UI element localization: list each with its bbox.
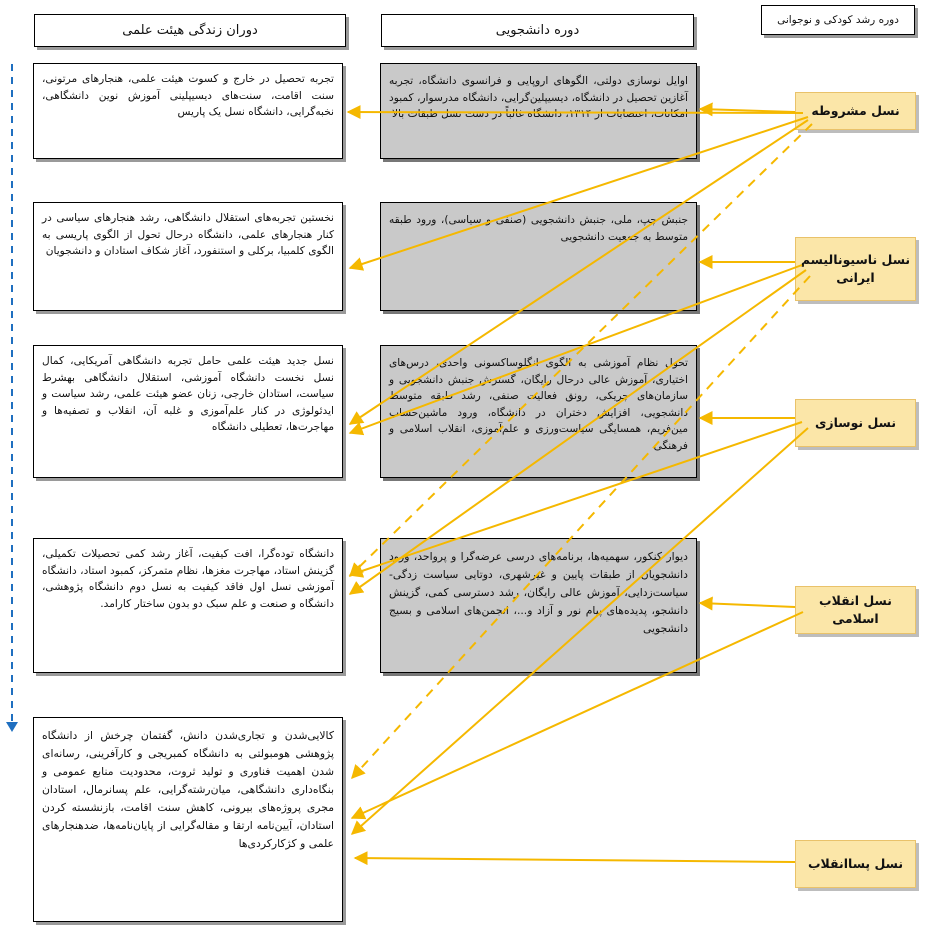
student-box-1: اوایل نوسازی دولتی، الگوهای اروپایی و فر…: [380, 63, 697, 159]
faculty-box-2: نخستین تجربه‌های استقلال دانشگاهی، رشد ه…: [33, 202, 343, 311]
arrow-nationalism-faculty3: [348, 264, 803, 436]
timeline-arrowhead-icon: [6, 722, 18, 732]
faculty-box-3: نسل جدید هیئت علمی حامل تجربه دانشگاهی آ…: [33, 345, 343, 478]
arrow-mashruteh-faculty2: [348, 116, 809, 271]
arrow-mashruteh-faculty3: [348, 119, 809, 425]
arrow-postrevolution-faculty5: [353, 851, 796, 866]
arrow-revolution-student: [698, 596, 796, 611]
student-box-2: جنبش چپ، ملی، جنبش دانشجویی (صنفی و سیاس…: [380, 202, 697, 311]
arrow-mashruteh-faculty4: [348, 123, 813, 577]
arrow-mashruteh-faculty1: [346, 105, 804, 120]
arrow-nationalism-faculty4: [348, 269, 807, 595]
generation-box-nationalism: نسل ناسیونالیسم ایرانی: [795, 237, 916, 301]
faculty-box-4: دانشگاه توده‌گرا، افت کیفیت، آغاز رشد کم…: [33, 538, 343, 673]
faculty-header: دوران زندگی هیئت علمی: [34, 14, 346, 47]
arrow-modernization-faculty5: [350, 427, 809, 835]
arrow-revolution-faculty5: [350, 611, 804, 820]
arrow-modernization-faculty4: [348, 421, 803, 578]
student-box-3: تحول نظام آموزشی به الگوی انگلوساکسونی و…: [380, 345, 697, 478]
arrow-mashruteh-student: [698, 102, 796, 117]
student-header: دوره دانشجویی: [381, 14, 694, 47]
childhood-header: دوره رشد کودکی و نوجوانی: [761, 5, 915, 35]
arrow-nationalism-faculty5: [351, 275, 811, 780]
student-box-4: دیوار کنکور، سهمیه‌ها، برنامه‌های درسی ع…: [380, 538, 697, 673]
generation-box-post-revolution: نسل پساانقلاب: [795, 840, 916, 888]
faculty-box-1: تجربه تحصیل در خارج و کسوت هیئت علمی، هن…: [33, 63, 343, 159]
generation-box-islamic-revolution: نسل انقلاب اسلامی: [795, 586, 916, 634]
generation-box-modernization: نسل نوسازی: [795, 399, 916, 447]
generation-box-mashruteh: نسل مشروطه: [795, 92, 916, 130]
faculty-box-5: کالایی‌شدن و تجاری‌شدن دانش، گفتمان چرخش…: [33, 717, 343, 922]
